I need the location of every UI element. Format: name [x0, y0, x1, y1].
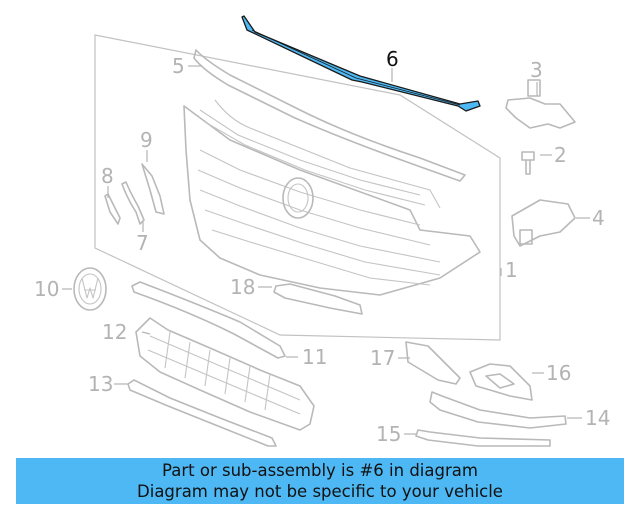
part-14-lower-trim [429, 391, 567, 429]
part-10-emblem [73, 267, 107, 311]
callout-7: 7 [136, 231, 149, 255]
caption-line-2: Diagram may not be specific to your vehi… [137, 482, 503, 501]
part-3-bracket [505, 79, 576, 129]
part-6-molding[interactable] [241, 15, 481, 112]
callout-6: 6 [386, 47, 399, 71]
part-2-screw [521, 151, 535, 175]
part-16-bezel [469, 363, 533, 401]
callout-17: 17 [370, 346, 395, 370]
callout-13: 13 [88, 372, 113, 396]
part-11-lower-trim [131, 281, 286, 359]
part-18-lower-strip [273, 283, 363, 315]
part-4-bracket [511, 199, 576, 247]
part-9-side-trim [141, 163, 165, 215]
part-13-lower-strip [127, 379, 277, 447]
callout-2: 2 [554, 143, 567, 167]
callout-10: 10 [34, 277, 59, 301]
callout-5: 5 [172, 54, 185, 78]
part-17-cover [405, 341, 461, 385]
callout-16: 16 [546, 361, 571, 385]
part-12-bumper-grille [135, 317, 315, 431]
part-15-chrome-strip [415, 429, 551, 447]
callout-18: 18 [230, 275, 255, 299]
grille-body [183, 105, 481, 296]
part-5-upper-trim [193, 49, 466, 182]
leader-lines [62, 65, 590, 435]
caption-banner: Part or sub-assembly is #6 in diagram Di… [16, 458, 624, 504]
grille-assembly-frame [94, 34, 501, 341]
callout-11: 11 [302, 345, 327, 369]
callout-4: 4 [592, 206, 605, 230]
callout-8: 8 [101, 164, 114, 188]
callout-12: 12 [102, 320, 127, 344]
part-7-side-trim [121, 181, 145, 225]
part-8-side-trim [104, 193, 121, 225]
caption-line-1: Part or sub-assembly is #6 in diagram [162, 461, 478, 480]
callout-3: 3 [530, 58, 543, 82]
part-12-grille-slats [147, 331, 301, 415]
callout-1: 1 [505, 258, 518, 282]
grille-emblem-mount [282, 177, 314, 219]
callout-14: 14 [585, 406, 610, 430]
callout-9: 9 [140, 128, 153, 152]
grille-bars [197, 99, 441, 286]
callout-15: 15 [376, 422, 401, 446]
